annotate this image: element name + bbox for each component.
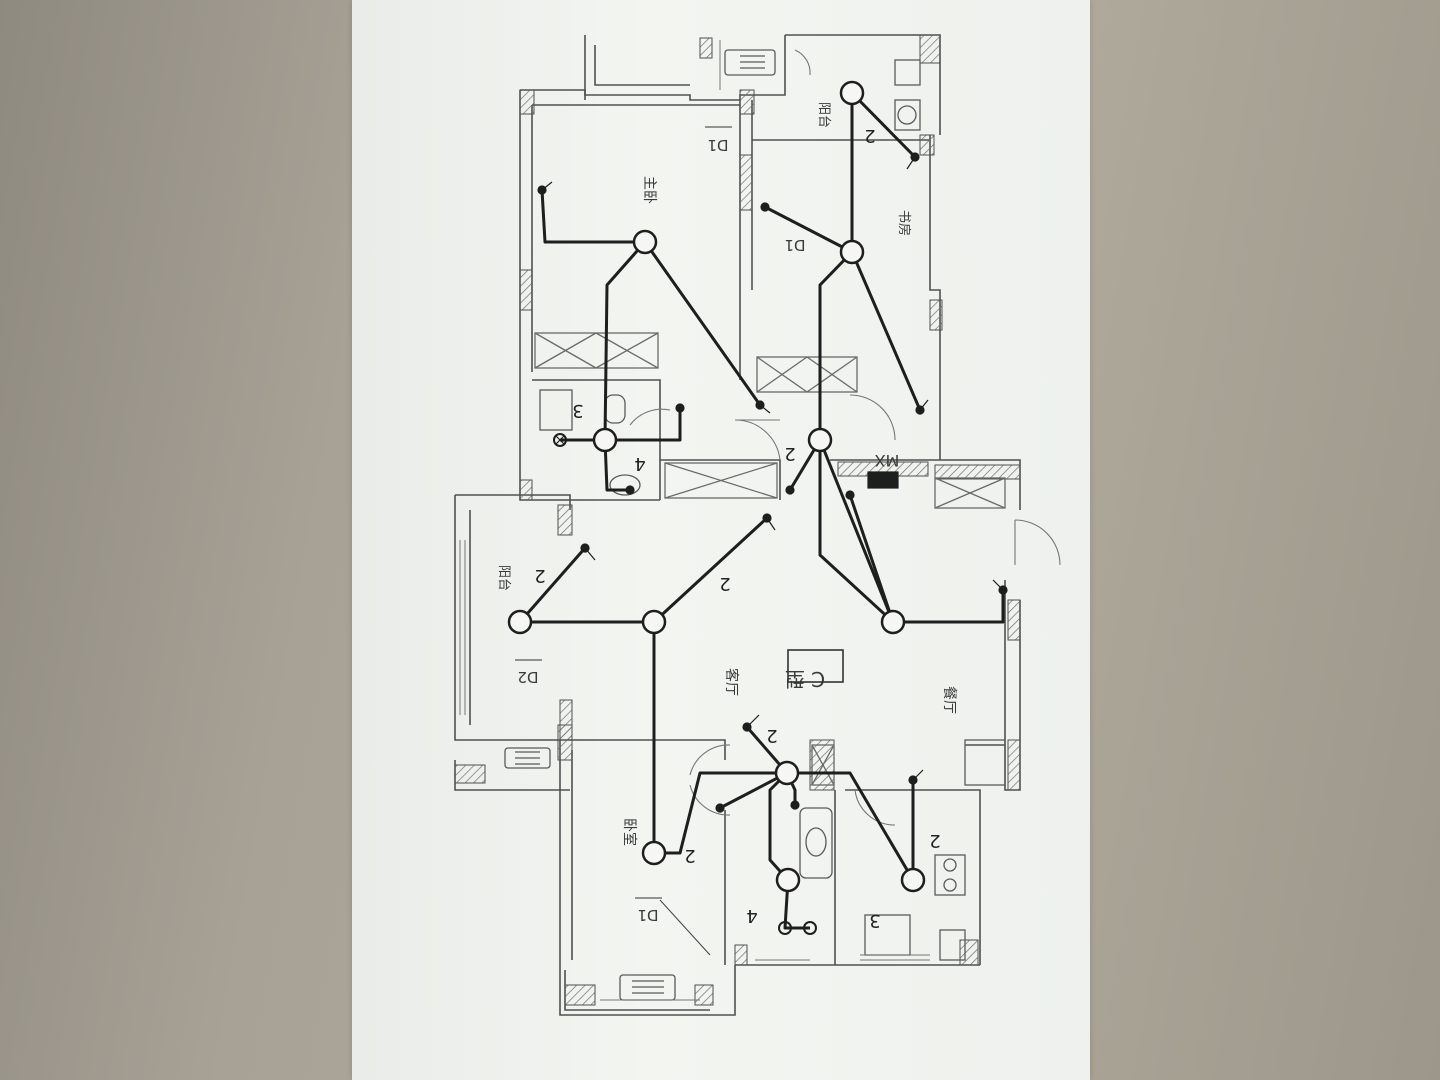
sink-top [894,99,921,131]
junction-boxes [507,80,926,893]
wall-master-top [520,89,586,100]
junction-box-balcony-top [839,80,865,106]
count-lower-hall: 2 [766,725,777,746]
wire-kitchen-1 [787,771,915,881]
wall-top-balcony [584,35,786,101]
room-label-study: 书房 [896,210,912,236]
wire-master-3 [643,241,762,406]
wall-left-balcony-top [455,494,571,510]
window-tag-bedroom: D1 [637,906,658,924]
door-swings [629,49,1061,826]
wire-study-5 [818,250,854,440]
distribution-box [867,471,899,489]
wall-left-balcony-left [454,495,570,741]
room-label-balcony-top: 阳台 [816,102,831,128]
unit-type-label: C 型 [785,667,825,691]
window-tag-master: D1 [707,136,728,154]
wire-balcony-left [518,547,587,623]
paper-sheet [352,0,1090,1080]
wire-dining-2 [893,590,1005,624]
wire-dining-1 [848,494,895,623]
wall-top-balcony-inner [594,45,690,86]
wire-study-1 [850,91,917,159]
wire-bath-2 [603,439,630,492]
room-label-balcony-left: 阳台 [496,565,511,591]
shower-top-bath [539,389,573,431]
wall-bedroom-top [570,739,726,760]
window-tag-left: D2 [517,668,538,686]
room-label-master: 主卧 [641,176,657,204]
wiring [518,91,1005,930]
toilet-top-bath [604,394,626,424]
count-corridor: 2 [784,443,795,464]
window-tag-study: D1 [784,236,805,254]
count-bath-top-wall: 3 [572,400,583,421]
junction-box-kitchen [900,867,926,893]
stove [934,854,966,896]
junction-box-bath-top [592,427,618,453]
basin-top-bath [609,474,641,496]
wire-master-2 [603,241,647,441]
room-label-wardrobe: MX [875,451,900,470]
junction-box-hall [774,760,800,786]
fridge [939,929,966,961]
count-living: 2 [719,573,730,594]
junction-box-bedroom [641,840,667,866]
junction-box-corridor [807,427,833,453]
junction-box-study [839,239,865,265]
count-left-balcony: 2 [534,565,545,586]
wire-bath-bottom [783,879,810,930]
junction-box-living [641,609,667,635]
wall-bedroom-balcony [564,970,710,1011]
wire-corr-3 [818,440,895,624]
wire-hall-2 [654,771,787,855]
junction-box-dining [880,609,906,635]
wardrobes [534,332,1006,786]
washer-top [894,59,921,86]
count-bedroom: 2 [684,845,695,866]
fixtures [504,49,1006,1001]
wire-master-1 [540,189,645,244]
ac-unit-left [504,747,551,769]
count-bath-bottom: 4 [746,905,757,926]
count-bath-top: 4 [634,453,645,474]
count-kitchen-bottom: 3 [869,910,880,931]
windows [459,40,930,1001]
hatched-walls [454,34,1021,1006]
dining-cabinet [964,739,1006,786]
wire-bath-1 [605,408,682,442]
wire-hall-4 [768,771,790,882]
wire-corr-2 [818,439,895,623]
labels: C 型 主卧 书房 阳台 阳台 客厅 餐厅 卧室 MX D1 D1 D2 D1 … [496,102,957,956]
bathtub-bottom [799,807,833,879]
wire-study-3 [764,205,853,254]
junction-box-master [632,229,658,255]
wall-bedroom-left [559,740,736,1016]
unit-type-box [787,649,844,683]
wire-living-1 [652,516,769,624]
wire-hall-3 [719,771,788,810]
junction-box-bath-bottom [775,867,801,893]
switch-points [537,152,1008,935]
wall-study-right [929,135,941,460]
room-label-living: 客厅 [723,668,740,696]
wall-kitchen-right [960,789,981,965]
count-kitchen: 2 [929,830,940,851]
room-label-dining: 餐厅 [941,686,957,714]
ac-unit-top [724,49,776,76]
junction-box-left-balcony [507,609,533,635]
wire-study-4 [850,251,922,411]
room-label-bedroom: 卧室 [621,818,638,846]
count-balcony-top: 2 [864,125,875,146]
wall-dining-top [830,459,1021,510]
